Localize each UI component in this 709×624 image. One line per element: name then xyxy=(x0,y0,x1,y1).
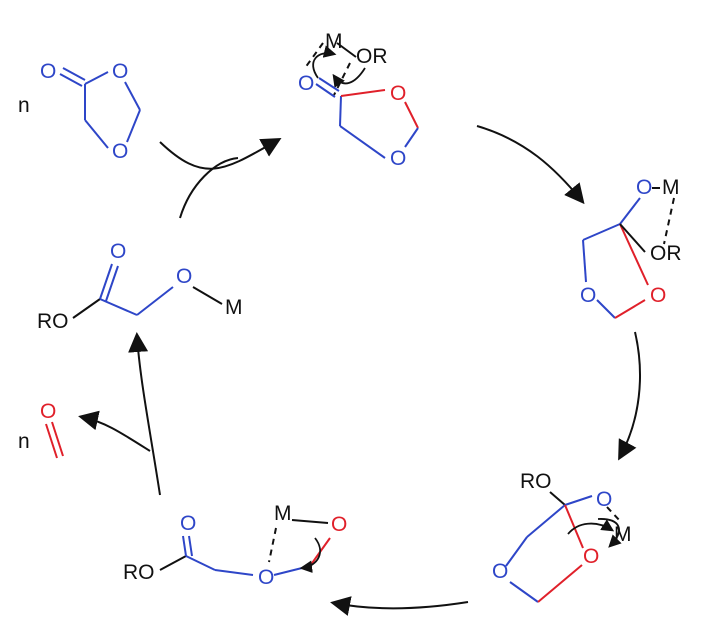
atom-o-tet-3: O xyxy=(650,284,666,307)
ring-opened-product: RO O O M xyxy=(37,240,243,333)
ring-opening-complex: RO O M O O xyxy=(492,470,632,603)
atom-o-br-1: O xyxy=(596,488,612,511)
atom-o-br-3: O xyxy=(492,560,508,583)
atom-o-ring-top-2: O xyxy=(390,147,406,170)
atom-o-carbonyl-top: O xyxy=(298,72,314,95)
atom-m-tet: M xyxy=(662,176,680,199)
atom-o-bl-carbonyl: O xyxy=(180,512,196,535)
atom-o-bl-ether: O xyxy=(258,566,274,589)
arrow-insertion xyxy=(159,138,282,170)
atom-o-tet-2: O xyxy=(580,284,596,307)
atom-m-br: M xyxy=(614,523,632,546)
alkoxide-or-top: OR xyxy=(356,45,388,68)
atom-o-carbonyl: O xyxy=(40,60,56,83)
tetrahedral-intermediate: O M OR O O xyxy=(580,176,682,319)
atom-o-bl-formaldehyde: O xyxy=(331,513,347,536)
elimination-complex: RO O O M O xyxy=(123,502,347,589)
atom-m-bl: M xyxy=(274,502,292,525)
atom-o-ring-2: O xyxy=(112,140,128,163)
alkoxide-ro-bottom-right: RO xyxy=(520,470,552,493)
atom-o-left-carbonyl: O xyxy=(110,240,126,263)
atom-o-left-alkoxide: O xyxy=(176,265,192,288)
ester-ro-bottom: RO xyxy=(123,561,155,584)
atom-o-br-2: O xyxy=(583,545,599,568)
atom-o-formaldehyde: O xyxy=(40,400,56,423)
atom-o-ring-1: O xyxy=(112,60,128,83)
atom-o-ring-top-1: O xyxy=(390,82,406,105)
monomer-dioxolanone: n O O O xyxy=(18,60,141,163)
arrow-step-3 xyxy=(330,596,469,616)
released-formaldehyde: n O xyxy=(18,400,64,459)
arrow-formaldehyde-release xyxy=(78,410,151,452)
label-n-formaldehyde: n xyxy=(18,430,30,453)
ester-ro-left: RO xyxy=(37,310,69,333)
alkoxide-or-tet: OR xyxy=(650,242,682,265)
arrow-step-4 xyxy=(128,332,161,496)
coordination-complex: M OR O O O xyxy=(298,30,419,170)
arrow-step-1 xyxy=(476,125,585,205)
atom-o-tet-1: O xyxy=(636,176,652,199)
arrow-step-2 xyxy=(618,331,641,461)
atom-m-left: M xyxy=(225,296,243,319)
atom-m-top: M xyxy=(325,30,343,53)
label-n-monomer: n xyxy=(18,94,30,117)
arrow-insertion-branch xyxy=(179,157,239,219)
